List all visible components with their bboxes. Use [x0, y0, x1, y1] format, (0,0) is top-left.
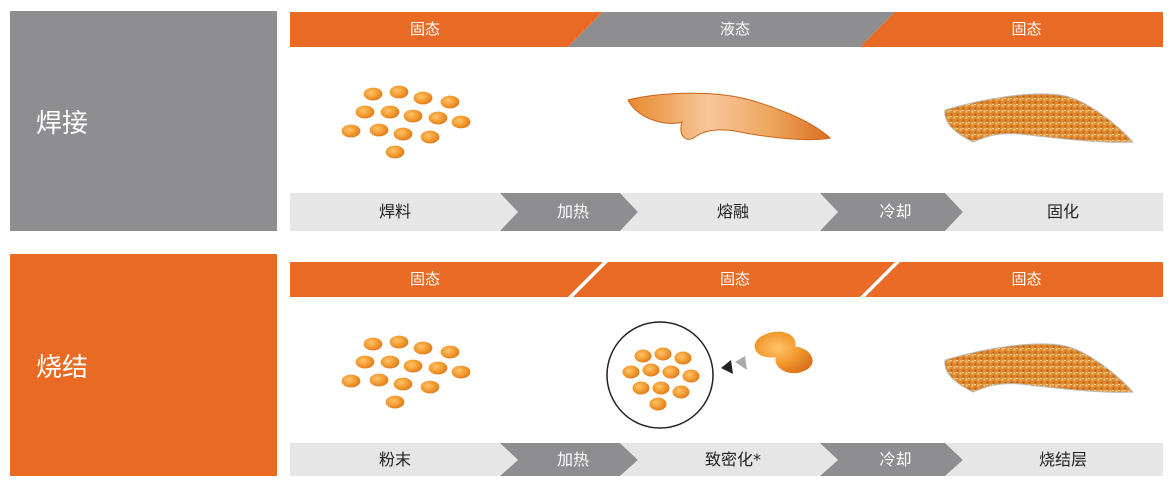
step-label-3: 致密化*: [704, 450, 761, 469]
step-bar-shapes: [290, 443, 1163, 476]
step-label-5: 固化: [1046, 202, 1079, 221]
phase-label-3: 固态: [1011, 20, 1042, 38]
soldering-phase-bar: 固态 液态 固态: [290, 12, 1163, 47]
phase-label-2: 液态: [719, 20, 750, 38]
sintering-title: 烧结: [36, 352, 89, 383]
step-label-4: 冷却: [879, 202, 912, 221]
arrow-icon: [735, 356, 747, 370]
soldering-title-block: 焊接: [10, 11, 277, 231]
phase-label-2: 固态: [719, 270, 750, 288]
phase-label-1: 固态: [409, 20, 440, 38]
step-label-2: 加热: [556, 202, 589, 221]
soldering-title: 焊接: [36, 108, 89, 139]
step-label-3: 熔融: [716, 202, 749, 221]
phase-bar-shapes: [290, 262, 1163, 297]
solidified-illustration: [944, 93, 1135, 143]
arrow-icon: [721, 360, 733, 374]
solder-particles-illustration: [340, 84, 472, 160]
phase-label-1: 固态: [409, 270, 440, 288]
densification-illustration: [606, 321, 814, 429]
step-label-2: 加热: [556, 450, 589, 469]
phase-bar-shapes: [290, 12, 1163, 47]
step-label-4: 冷却: [879, 450, 912, 469]
soldering-step-bar: 焊料 加热 熔融 冷却 固化: [290, 193, 1163, 231]
molten-solder-illustration: [627, 92, 832, 141]
sintering-phase-bar: 固态 固态 固态: [290, 262, 1163, 297]
phase-label-3: 固态: [1011, 270, 1042, 288]
sintered-layer-illustration: [944, 343, 1135, 393]
sintering-title-block: 烧结: [10, 254, 277, 476]
step-bar-shapes: [290, 193, 1163, 231]
sintering-step-bar: 粉末 加热 致密化* 冷却 烧结层: [290, 443, 1163, 476]
step-label-1: 焊料: [378, 202, 411, 221]
step-label-1: 粉末: [378, 450, 411, 469]
powder-particles-illustration: [340, 334, 472, 410]
step-label-5: 烧结层: [1038, 450, 1087, 469]
